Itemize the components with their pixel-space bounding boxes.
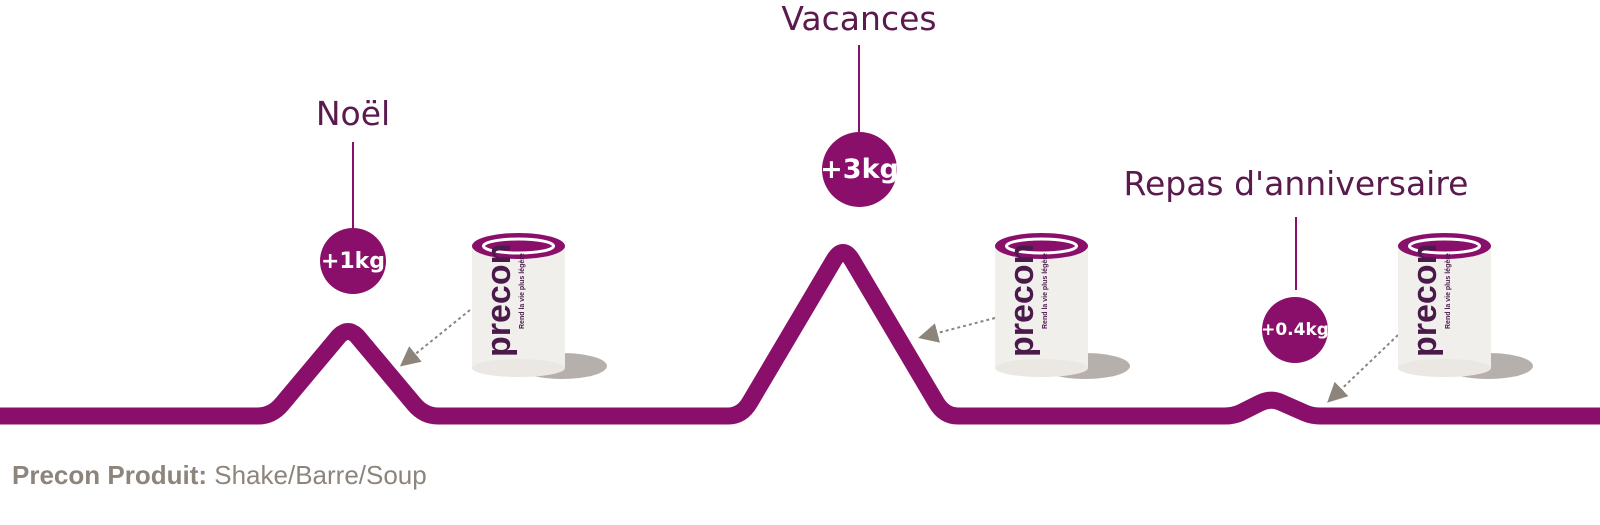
can-tagline-3: Rend la vie plus légère (1445, 253, 1452, 329)
gain-badge-anniversaire: +0.4kg (1261, 297, 1329, 363)
event-label-noel: Noël (315, 94, 391, 133)
event-label-anniversaire: Repas d'anniversaire (1123, 164, 1469, 203)
arrow-can-2 (918, 317, 996, 343)
precon-can-1: precon Rend la vie plus légère (472, 233, 607, 379)
can-tagline-2: Rend la vie plus légère (1042, 253, 1049, 329)
arrow-can-1 (399, 309, 471, 367)
gain-badge-vacances: +3kg (820, 132, 899, 207)
product-footer: Precon Produit: Shake/Barre/Soup (12, 460, 427, 491)
can-brand-1: precon (480, 244, 518, 357)
can-brand-2: precon (1003, 244, 1041, 357)
footer-label: Precon Produit: (12, 460, 208, 490)
weight-line (0, 244, 1600, 425)
event-label-vacances: Vacances (781, 0, 937, 38)
can-tagline-1: Rend la vie plus légère (519, 253, 526, 329)
footer-value: Shake/Barre/Soup (214, 460, 427, 490)
precon-can-2: precon Rend la vie plus légère (995, 233, 1130, 379)
precon-can-3: precon Rend la vie plus légère (1398, 233, 1533, 379)
gain-badge-noel: +1kg (320, 228, 386, 294)
arrow-can-3 (1327, 334, 1399, 403)
can-brand-3: precon (1406, 244, 1444, 357)
